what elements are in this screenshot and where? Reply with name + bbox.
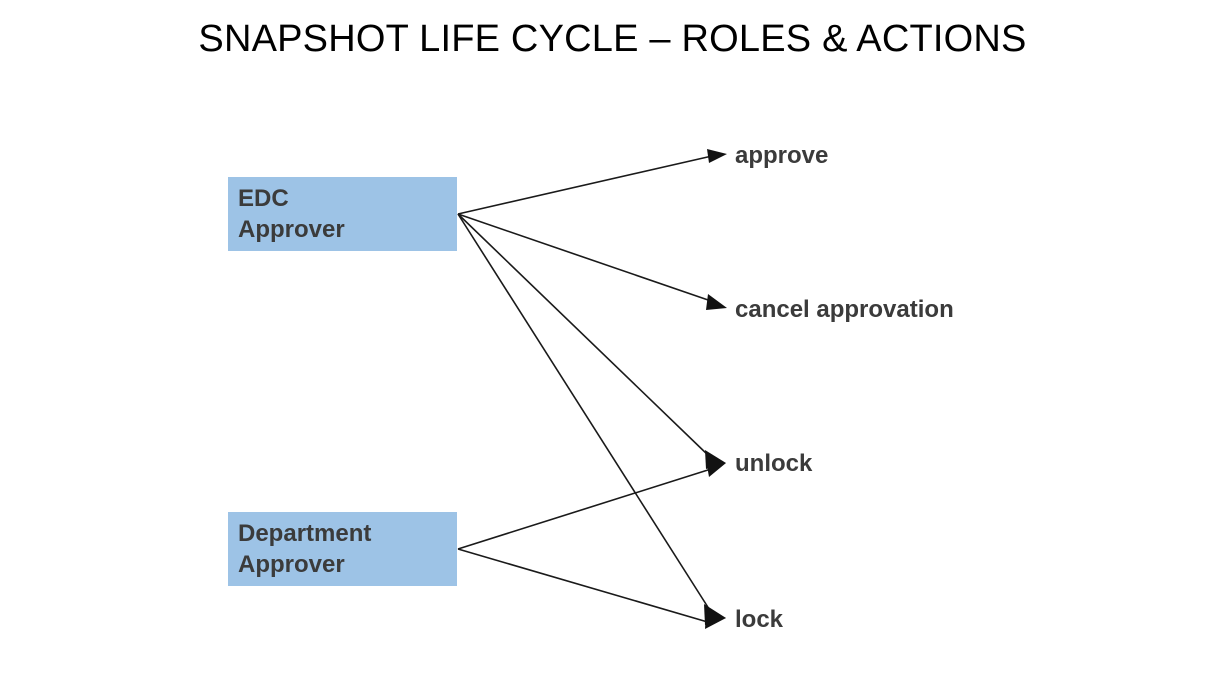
connector-edc-to-unlock [457, 213, 726, 469]
connector-department-to-unlock [457, 460, 726, 550]
action-label-lock: lock [735, 606, 784, 633]
action-label-approve: approve [735, 142, 829, 169]
role-box-edc-approver[interactable]: EDC Approver [228, 177, 457, 251]
action-label-unlock: unlock [735, 450, 813, 477]
role-label-line1: Department [238, 520, 372, 547]
role-label-line2: Approver [238, 551, 345, 578]
connector-edc-to-lock [457, 213, 726, 625]
role-label-line1: EDC [238, 185, 289, 212]
role-box-department-approver[interactable]: Department Approver [228, 512, 457, 586]
connector-edc-to-cancel-approvation [457, 213, 727, 310]
action-label-cancel-approvation: cancel approvation [735, 296, 954, 323]
role-label-line2: Approver [238, 216, 345, 243]
connector-edc-to-approve [457, 149, 727, 215]
connector-department-to-lock [457, 548, 726, 629]
page-title: SNAPSHOT LIFE CYCLE – ROLES & ACTIONS [198, 18, 1027, 60]
